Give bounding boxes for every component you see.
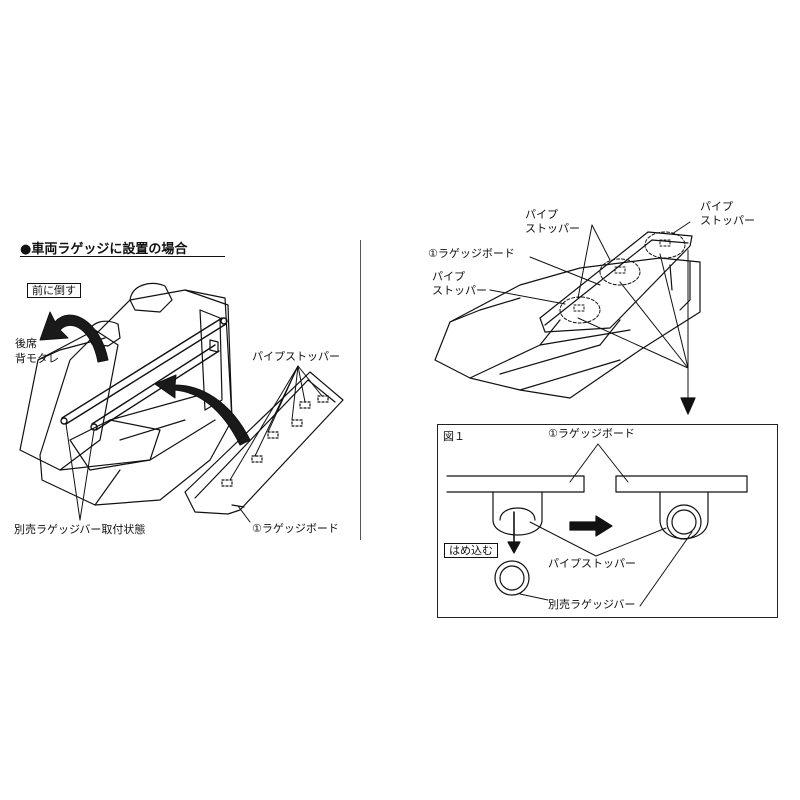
right-leader-lines	[489, 221, 691, 401]
pipe-stopper-c-line1: パイプ	[432, 270, 465, 283]
right-arrow-thick	[569, 515, 613, 537]
bar-installed-leaders	[65, 423, 251, 523]
figure1-luggage-bar-label: 別売ラゲッジバー	[548, 598, 636, 611]
figure1-frame	[437, 424, 778, 618]
bar-installed-label: 別売ラゲッジバー取付状態	[14, 523, 146, 536]
pipe-stopper-b-line2: ストッパー	[700, 214, 755, 227]
luggage-board-label-left: ①ラゲッジボード	[252, 522, 339, 535]
luggage-board-left	[184, 371, 344, 515]
figure1-label: 図１	[443, 430, 465, 443]
pipe-stopper-c-line2: ストッパー	[432, 284, 487, 297]
rear-seat-label-line1: 後席	[15, 337, 37, 350]
fold-forward-label: 前に倒す	[27, 283, 81, 298]
rear-seat-label-line2: 背モタレ	[15, 352, 59, 365]
figure1-drawing	[446, 475, 748, 596]
cargo-area-right	[434, 257, 701, 399]
pipe-stopper-b-line1: パイプ	[700, 200, 733, 213]
figure1-leaders	[519, 443, 693, 607]
luggage-bars	[60, 317, 228, 431]
luggage-board-label-right: ①ラゲッジボード	[428, 247, 515, 260]
snap-in-label: はめ込む	[444, 543, 498, 558]
down-arrow-head	[680, 397, 696, 415]
section-divider	[360, 240, 361, 540]
section-title: ●車両ラゲッジに設置の場合	[20, 242, 188, 257]
title-underline	[20, 256, 225, 257]
figure1-luggage-board-label: ①ラゲッジボード	[548, 427, 635, 440]
luggage-board-right	[539, 231, 693, 333]
pipe-stopper-leaders	[229, 365, 323, 481]
pipe-stopper-label-left: パイプストッパー	[252, 350, 340, 363]
insert-arrow	[154, 374, 251, 446]
pipe-stopper-a-line1: パイプ	[525, 208, 558, 221]
figure1-pipe-stopper-label: パイプストッパー	[548, 557, 636, 570]
pipe-stopper-a-line2: ストッパー	[525, 222, 580, 235]
fold-forward-arrow	[39, 311, 109, 363]
